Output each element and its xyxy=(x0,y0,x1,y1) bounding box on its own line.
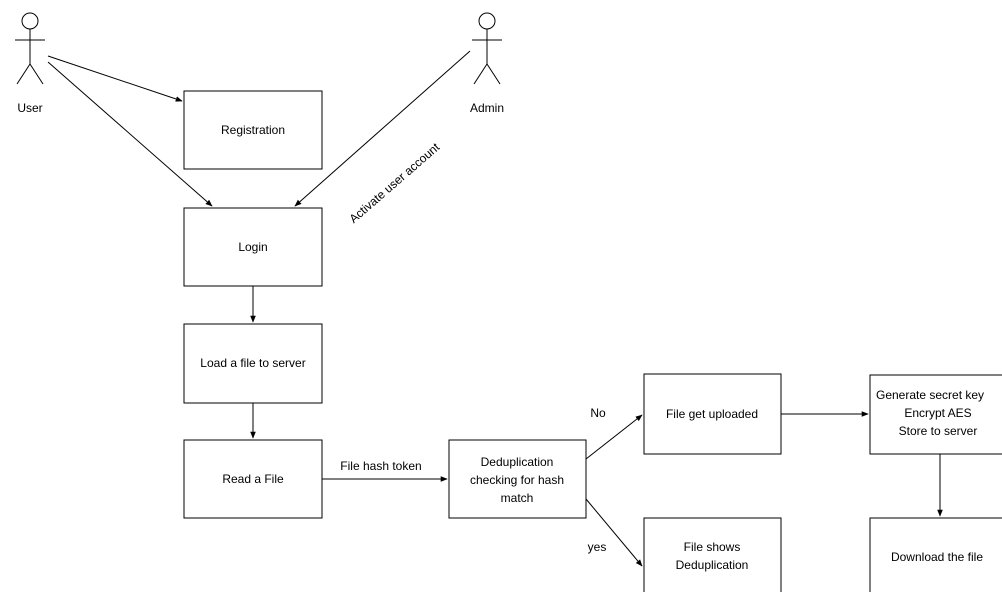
download-label: Download the file xyxy=(891,550,983,564)
dedup-check-box: Deduplication checking for hash match xyxy=(448,439,587,519)
secure-store-line-3: Store to server xyxy=(899,424,978,438)
dedup-check-line-2: checking for hash xyxy=(470,473,564,487)
activate-account-label: Activate user account xyxy=(346,140,442,226)
file-dedup-line-1: File shows xyxy=(684,540,741,554)
edge-admin-login xyxy=(294,50,471,207)
file-dedup-line-2: Deduplication xyxy=(676,558,749,572)
no-label: No xyxy=(590,406,606,420)
registration-box: Registration xyxy=(183,90,323,170)
admin-actor-right-leg xyxy=(486,63,501,85)
read-file-label: Read a File xyxy=(222,472,284,486)
hash-token-label: File hash token xyxy=(340,459,421,473)
secure-store-box: Generate secret key Encrypt AES Store to… xyxy=(869,374,1002,455)
edge-user-login xyxy=(47,61,213,207)
secure-store-line-2: Encrypt AES xyxy=(904,406,971,420)
login-label: Login xyxy=(238,240,267,254)
edge-user-registration xyxy=(47,55,183,102)
user-actor-head xyxy=(21,12,39,30)
file-uploaded-label: File get uploaded xyxy=(666,407,758,421)
edge-dedup-shows xyxy=(585,498,643,567)
admin-actor-label: Admin xyxy=(470,101,504,115)
user-actor-right-leg xyxy=(29,63,44,85)
load-file-box: Load a file to server xyxy=(183,323,323,404)
dedup-check-line-3: match xyxy=(501,491,534,505)
registration-label: Registration xyxy=(221,123,285,137)
user-actor: User xyxy=(15,12,45,115)
admin-actor: Admin xyxy=(470,12,504,115)
admin-actor-left-leg xyxy=(473,63,488,85)
user-actor-left-leg xyxy=(16,63,31,85)
read-file-box: Read a File xyxy=(183,439,323,519)
file-uploaded-box: File get uploaded xyxy=(643,373,782,455)
login-box: Login xyxy=(183,207,323,287)
dedup-check-line-1: Deduplication xyxy=(481,455,554,469)
admin-actor-head xyxy=(478,12,496,30)
edge-dedup-uploaded xyxy=(585,414,643,460)
download-box: Download the file xyxy=(869,517,1002,597)
user-actor-label: User xyxy=(17,101,42,115)
file-dedup-box: File shows Deduplication xyxy=(643,517,782,597)
secure-store-line-1: Generate secret key xyxy=(876,388,984,402)
yes-label: yes xyxy=(588,540,607,554)
load-file-label: Load a file to server xyxy=(200,356,305,370)
